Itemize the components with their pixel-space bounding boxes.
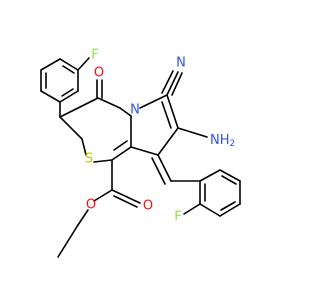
bonds bbox=[40, 57, 241, 258]
ester-oxygen-atom: O bbox=[86, 198, 96, 213]
bond bbox=[219, 169, 241, 182]
bond bbox=[161, 101, 172, 129]
bond bbox=[59, 58, 79, 71]
bond bbox=[130, 146, 159, 156]
bond bbox=[151, 157, 166, 185]
bond bbox=[61, 88, 74, 97]
bond bbox=[40, 90, 61, 103]
fluorine-atom: F bbox=[91, 48, 98, 63]
bond bbox=[220, 201, 236, 211]
atom-labels: F O N N S NH2 O O F bbox=[85, 48, 235, 225]
sulfur-atom: S bbox=[85, 152, 93, 167]
bond bbox=[119, 107, 132, 117]
nitrile-nitrogen-atom: N bbox=[176, 56, 186, 71]
amino-subscript: 2 bbox=[230, 139, 236, 149]
bond bbox=[97, 97, 121, 109]
bond bbox=[139, 94, 168, 109]
bond bbox=[59, 116, 83, 140]
carbonyl-oxygen-atom: O bbox=[143, 199, 153, 214]
bond bbox=[183, 203, 201, 215]
fluorine-atom: F bbox=[174, 210, 181, 225]
bond bbox=[77, 57, 90, 71]
bond bbox=[157, 154, 172, 182]
bond bbox=[77, 209, 89, 226]
bond bbox=[40, 58, 61, 71]
bond bbox=[221, 175, 237, 185]
bond bbox=[171, 72, 183, 96]
bond bbox=[166, 94, 179, 129]
bond bbox=[199, 203, 221, 217]
amino-group: NH2 bbox=[210, 133, 235, 150]
bond bbox=[113, 195, 138, 208]
bond bbox=[81, 138, 87, 156]
bond bbox=[93, 189, 113, 202]
bond bbox=[219, 203, 241, 217]
bond bbox=[93, 159, 113, 163]
bond bbox=[111, 189, 141, 204]
amino-nh-label: NH bbox=[210, 133, 230, 148]
bond bbox=[166, 71, 179, 96]
bond bbox=[199, 169, 221, 182]
bond bbox=[157, 127, 179, 156]
bond bbox=[59, 90, 79, 103]
bond bbox=[177, 127, 208, 138]
molecule-structure: F O N N S NH2 O O F bbox=[40, 48, 241, 258]
bond bbox=[59, 97, 99, 118]
bond bbox=[111, 146, 132, 161]
ketone-oxygen-atom: O bbox=[94, 66, 104, 81]
bond bbox=[62, 65, 75, 74]
bond bbox=[113, 140, 128, 151]
bond bbox=[57, 224, 79, 258]
ring-nitrogen-atom: N bbox=[130, 103, 140, 118]
bond bbox=[161, 70, 174, 94]
